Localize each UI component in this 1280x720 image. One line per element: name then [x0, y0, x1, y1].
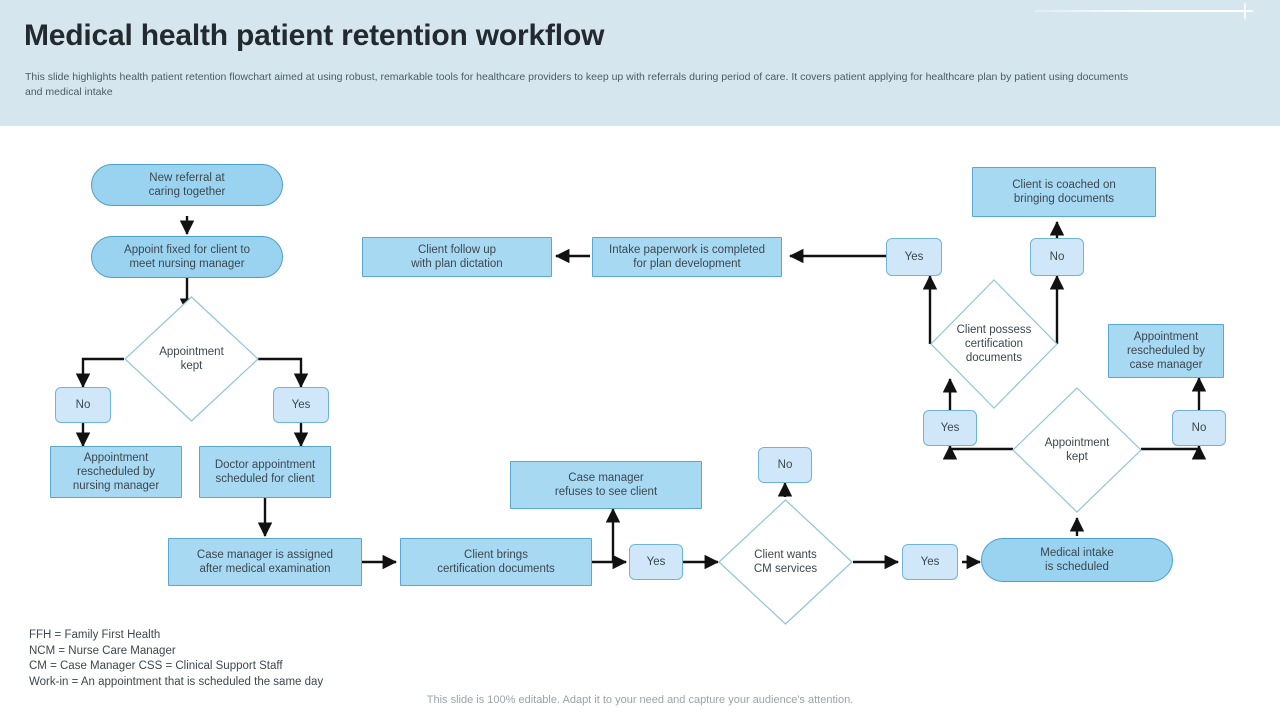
- tag-yes-appointment-left[interactable]: Yes: [273, 387, 329, 423]
- page-title: Medical health patient retention workflo…: [24, 19, 605, 52]
- flowchart-canvas: New referral at caring together Appoint …: [0, 126, 1280, 720]
- sparkle-icon: [1236, 2, 1254, 20]
- node-medical-intake[interactable]: Medical intake is scheduled: [981, 538, 1173, 582]
- legend-abbreviations: FFH = Family First Health NCM = Nurse Ca…: [29, 629, 324, 688]
- node-client-brings-docs[interactable]: Client brings certification documents: [400, 538, 592, 586]
- node-client-follow-up[interactable]: Client follow up with plan dictation: [362, 237, 552, 277]
- editable-note: This slide is 100% editable. Adapt it to…: [426, 694, 854, 706]
- node-appointment-kept-right[interactable]: Appointment kept: [1012, 387, 1142, 513]
- node-label: Appointment kept: [159, 346, 224, 372]
- node-client-wants-cm[interactable]: Client wants CM services: [718, 499, 853, 625]
- node-label: Client wants CM services: [753, 549, 818, 575]
- node-label: Client possess certification documents: [956, 324, 1032, 364]
- tag-no-appointment-left[interactable]: No: [55, 387, 111, 423]
- node-case-manager-assigned[interactable]: Case manager is assigned after medical e…: [168, 538, 362, 586]
- node-client-possess-docs[interactable]: Client possess certification documents: [930, 279, 1058, 409]
- diamond-shape: [1012, 387, 1142, 513]
- tag-no-appointment-right[interactable]: No: [1172, 410, 1226, 446]
- tag-yes-medical-intake[interactable]: Yes: [902, 544, 958, 580]
- tag-no-possess-docs[interactable]: No: [1030, 238, 1084, 276]
- node-doctor-appointment[interactable]: Doctor appointment scheduled for client: [199, 446, 331, 498]
- tag-yes-cm-services[interactable]: Yes: [629, 544, 683, 580]
- node-intake-paperwork[interactable]: Intake paperwork is completed for plan d…: [592, 237, 782, 277]
- node-appt-rescheduled-case[interactable]: Appointment rescheduled by case manager: [1108, 324, 1224, 378]
- tag-yes-possess-docs[interactable]: Yes: [886, 238, 942, 276]
- header-band: Medical health patient retention workflo…: [0, 0, 1280, 126]
- node-new-referral[interactable]: New referral at caring together: [91, 164, 283, 206]
- node-appt-rescheduled-nursing[interactable]: Appointment rescheduled by nursing manag…: [50, 446, 182, 498]
- node-appoint-fixed[interactable]: Appoint fixed for client to meet nursing…: [91, 236, 283, 278]
- tag-no-cm-services[interactable]: No: [758, 447, 812, 483]
- node-case-manager-refuses[interactable]: Case manager refuses to see client: [510, 461, 702, 509]
- diamond-shape: [718, 499, 853, 625]
- connector-layer: [75, 216, 1207, 570]
- node-appointment-kept-left[interactable]: Appointment kept: [124, 296, 259, 422]
- tag-yes-appointment-right[interactable]: Yes: [923, 410, 977, 446]
- node-label: Appointment kept: [1044, 437, 1110, 463]
- node-client-coached[interactable]: Client is coached on bringing documents: [972, 167, 1156, 217]
- page-subtitle: This slide highlights health patient ret…: [25, 71, 1129, 98]
- decorative-line: [1035, 10, 1245, 12]
- diamond-shape: [124, 296, 259, 422]
- diamond-shape: [930, 279, 1058, 409]
